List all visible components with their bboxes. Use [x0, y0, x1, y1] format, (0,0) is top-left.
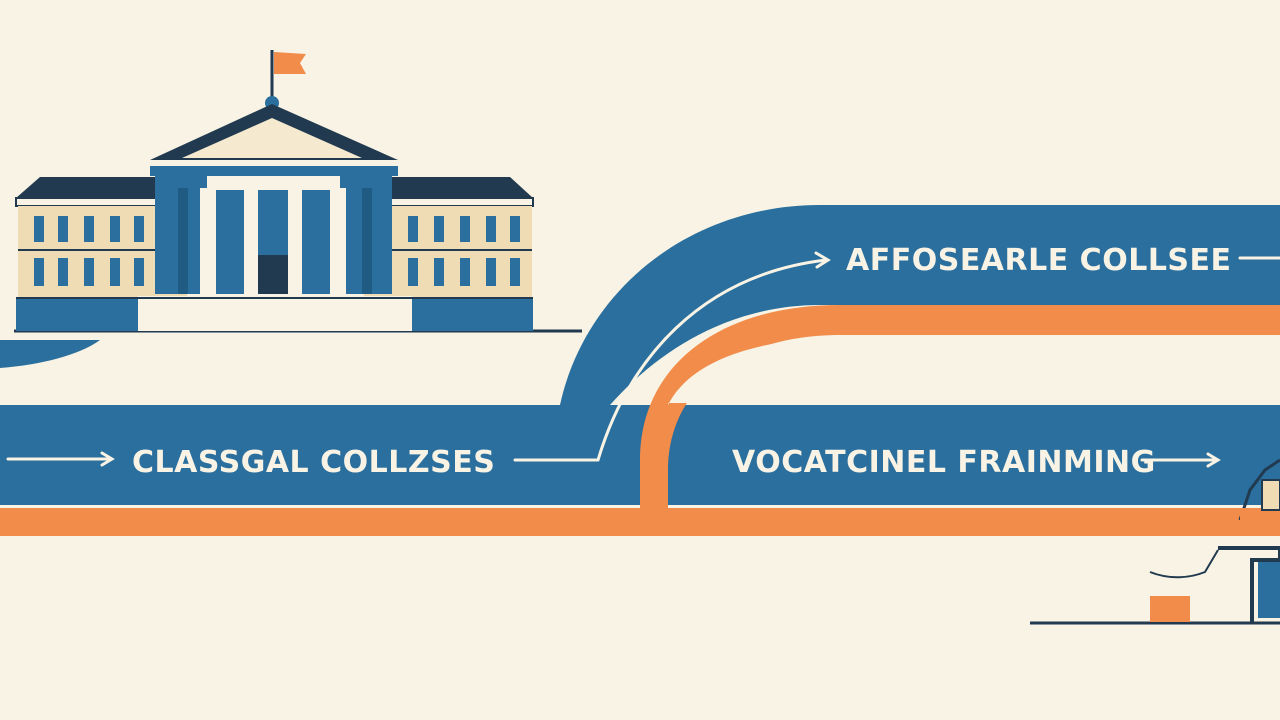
arrows — [6, 251, 1280, 468]
track-gap — [668, 337, 1280, 405]
arrow-right-icon — [1140, 452, 1221, 468]
flag-icon — [270, 50, 306, 100]
university-building-icon — [0, 50, 582, 368]
label-classical-colleges: CLASSGAL COLLZSES — [132, 445, 495, 480]
orange-lower-track — [0, 508, 1280, 536]
track-ribbons — [0, 205, 1280, 536]
orange-upper-track — [640, 305, 1280, 508]
pond — [0, 340, 100, 368]
machine-workshop-icon — [1030, 458, 1280, 625]
label-affordable-college: AFFOSEARLE COLLSEE — [846, 243, 1232, 278]
arrow-right-icon — [513, 251, 831, 462]
path-labels: AFFOSEARLE COLLSEE CLASSGAL COLLZSES VOC… — [132, 243, 1232, 480]
label-vocational-training: VOCATCINEL FRAINMING — [732, 445, 1156, 480]
arrow-right-icon — [6, 451, 115, 467]
